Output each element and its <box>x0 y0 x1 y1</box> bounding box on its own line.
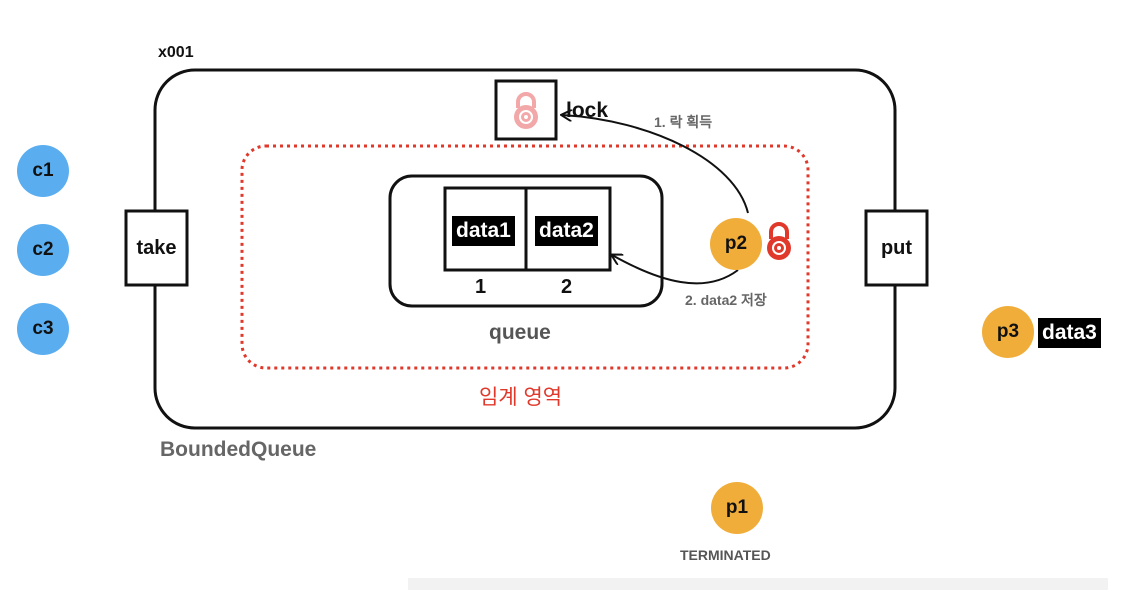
queue-slot-2-value: data2 <box>535 216 598 246</box>
put-label: put <box>880 236 913 259</box>
terminated-label: TERMINATED <box>680 547 771 563</box>
lock-box <box>494 79 558 141</box>
step1-label: 1. 락 획득 <box>654 114 713 130</box>
queue-slot-2-index: 2 <box>561 276 573 298</box>
queue-box <box>388 174 664 308</box>
queue-slot-1-value: data1 <box>452 216 515 246</box>
lock-label: lock <box>566 99 609 122</box>
queue-slot-1-index: 1 <box>475 276 487 298</box>
take-box <box>124 209 189 287</box>
arrow-acquire-lock <box>562 115 749 214</box>
producer-p3: p3 <box>982 306 1034 358</box>
consumer-c1: c1 <box>17 145 69 197</box>
put-box <box>864 209 929 287</box>
arrow-store-data2 <box>612 255 739 285</box>
critical-section-label: 임계 영역 <box>479 386 563 409</box>
step2-label: 2. data2 저장 <box>685 292 767 308</box>
queue-label: queue <box>489 321 551 344</box>
pending-data3: data3 <box>1038 318 1101 348</box>
consumer-c2: c2 <box>17 224 69 276</box>
footer-bar <box>408 578 1108 590</box>
critical-section-box <box>240 144 810 370</box>
producer-p1: p1 <box>711 482 763 534</box>
bounded-queue-label: BoundedQueue <box>160 438 317 461</box>
producer-p2: p2 <box>710 218 762 270</box>
lock-icon-held <box>767 222 791 260</box>
object-id-label: x001 <box>158 44 194 61</box>
lock-icon-faded <box>514 92 538 129</box>
take-label: take <box>136 236 177 259</box>
consumer-c3: c3 <box>17 303 69 355</box>
